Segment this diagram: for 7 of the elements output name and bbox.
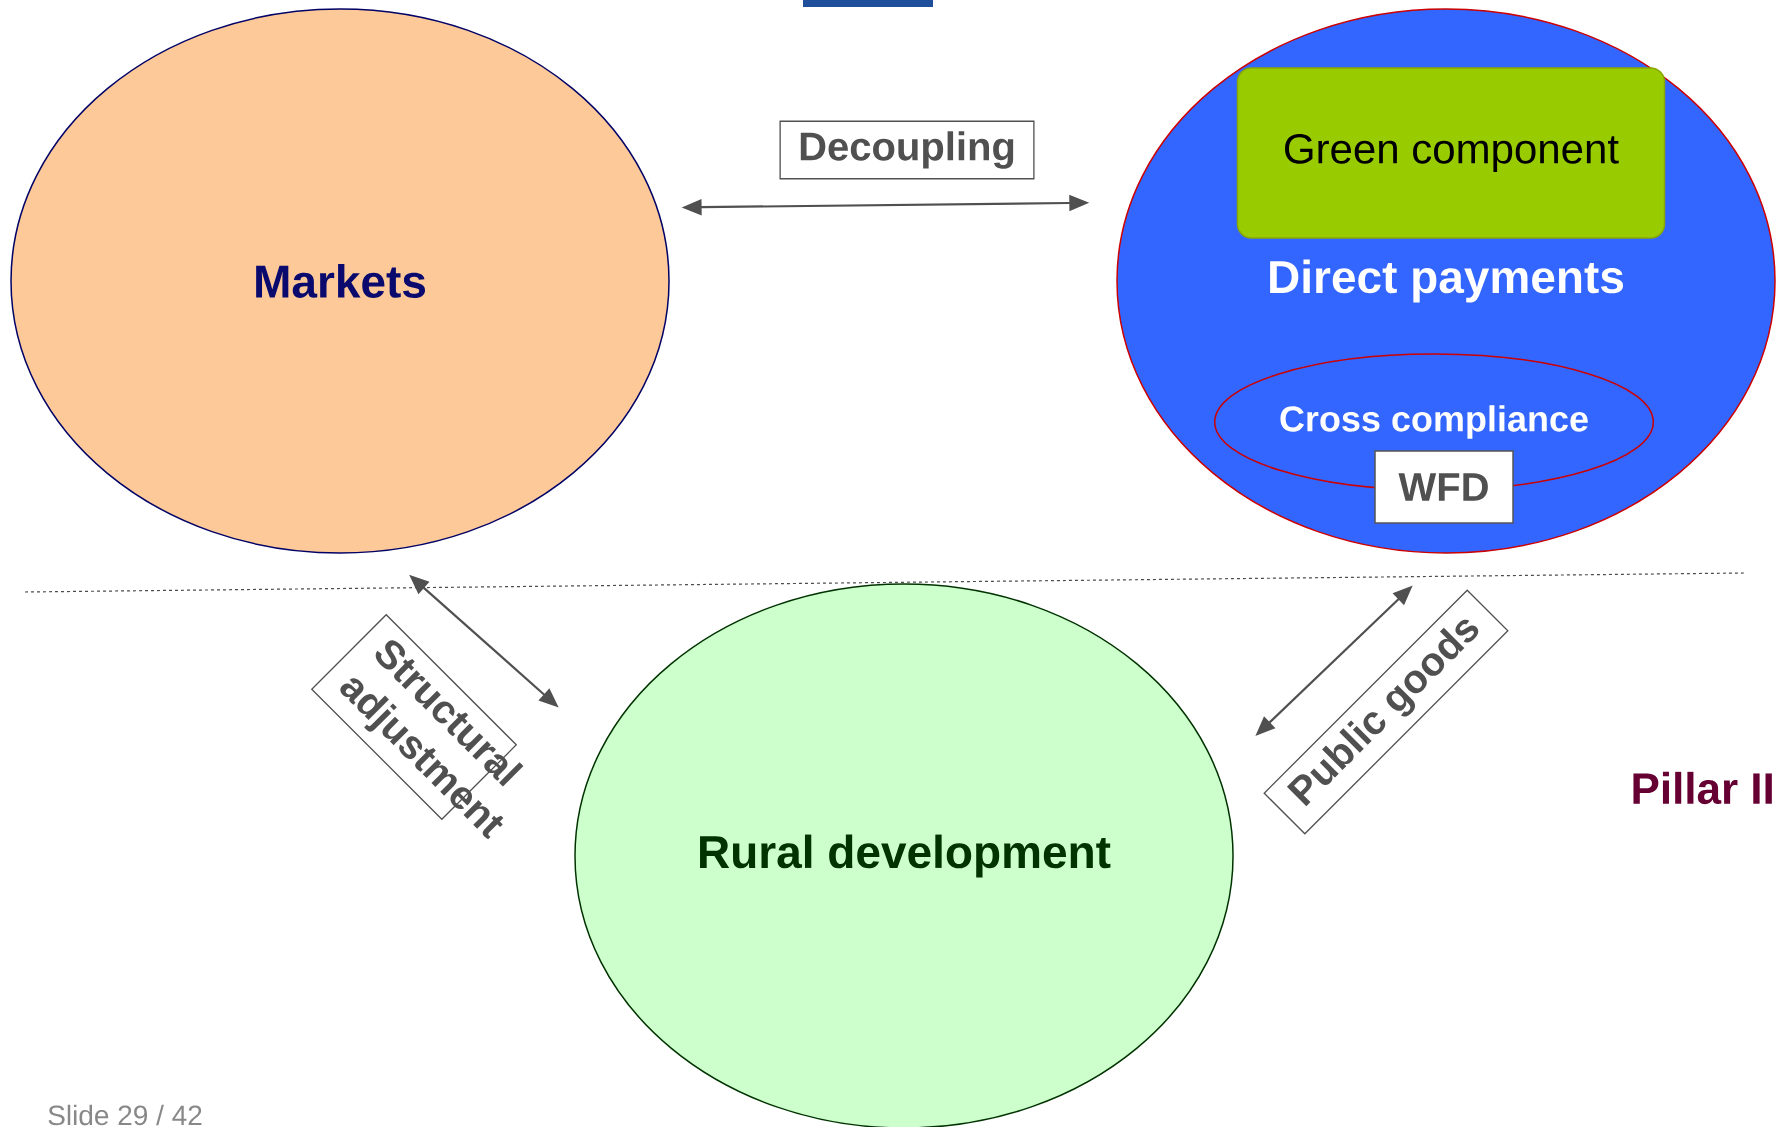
ellipse-node: Markets: [10, 8, 670, 554]
pillar-label: Pillar II: [1633, 771, 1772, 805]
edge-label: Decoupling: [779, 120, 1035, 180]
rounded-box: Green component: [1236, 67, 1666, 239]
slide-number: Slide 29 / 42: [48, 1104, 202, 1126]
ellipse-node: Rural development: [574, 583, 1234, 1127]
label-box: WFD: [1374, 450, 1514, 524]
